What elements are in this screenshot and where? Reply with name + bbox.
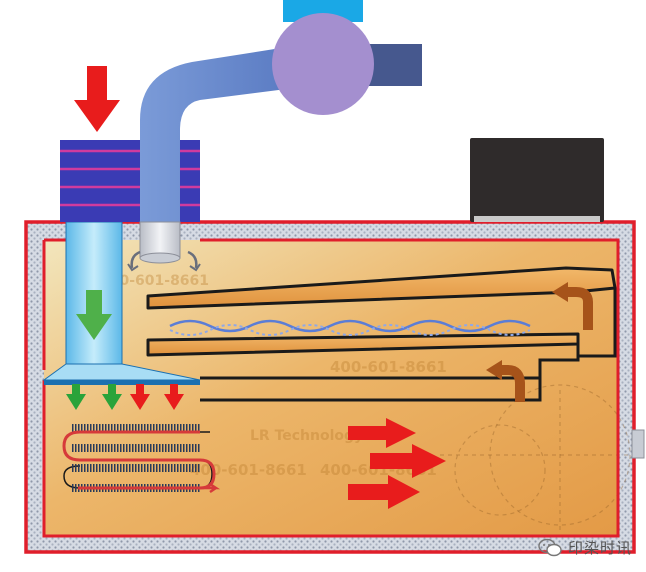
side-slot: [632, 430, 644, 458]
fan-hub: [272, 13, 374, 115]
watermark-label: 印染时讯: [568, 537, 632, 558]
intake-arrow-icon: [74, 66, 120, 132]
bg-phone-3: 400-601-8661: [190, 461, 307, 479]
watermark: 印染时讯: [538, 537, 632, 558]
control-box: [470, 138, 604, 222]
bg-brand: LR Technology: [250, 428, 363, 444]
wechat-icon: [538, 538, 562, 558]
bg-phone-2: 400-601-8661: [330, 358, 447, 376]
